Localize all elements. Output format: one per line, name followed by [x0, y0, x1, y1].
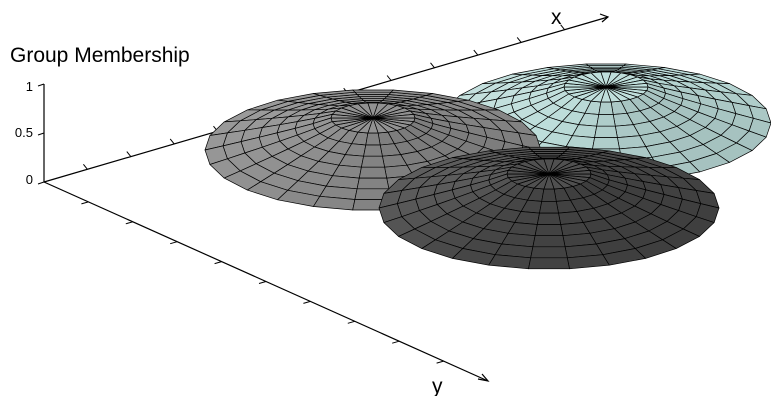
z-tick-label-0-5: 0.5 — [15, 125, 33, 140]
surface-1-facet — [356, 177, 390, 190]
x-axis-tick-2 — [126, 151, 132, 157]
membership-surface-3 — [378, 146, 720, 270]
y-axis-tick-5 — [258, 281, 267, 284]
surface-1-facet — [361, 155, 385, 168]
surface-3-facet — [528, 146, 570, 150]
y-axis-tick-7 — [347, 320, 355, 324]
surface-3-facet — [530, 246, 568, 259]
membership-surface-1 — [204, 89, 542, 211]
surface-1-facet — [365, 132, 381, 146]
z-tick-0 — [37, 181, 45, 185]
surface-3-facet — [536, 212, 562, 225]
y-axis-tick-3 — [170, 241, 178, 245]
surface-2-facet — [594, 125, 618, 138]
x-axis-tick-8 — [386, 75, 392, 81]
x-axis-tick-10 — [473, 49, 479, 56]
surface-3-facet — [534, 224, 564, 237]
x-axis-tick-3 — [169, 138, 175, 145]
x-axis-tick-11 — [516, 37, 522, 43]
surface-3-facet — [532, 235, 566, 248]
surface-2-facet — [592, 137, 620, 150]
y-axis-tick-8 — [392, 340, 400, 344]
surface-3-facet — [528, 257, 570, 270]
y-axis-tick-4 — [214, 261, 222, 265]
labels: Group Membership 1 0.5 0 x y — [10, 6, 562, 396]
surface-1-facet — [363, 144, 383, 157]
surface-3-facet — [541, 188, 557, 202]
surface-2-facet — [585, 63, 627, 66]
surface-1-facet — [358, 166, 388, 179]
surface-3-facet — [539, 201, 559, 214]
z-tick-label-0: 0 — [26, 172, 33, 187]
surfaces — [204, 63, 771, 270]
surface-3-cap-segment — [548, 170, 592, 175]
y-axis-arrow-icon — [477, 373, 490, 382]
surface-2-facet — [598, 101, 614, 115]
x-axis-label: x — [551, 6, 562, 29]
x-axis-arrow-icon — [599, 13, 610, 23]
z-axis-label: Group Membership — [10, 44, 190, 67]
y-axis-tick-6 — [303, 300, 311, 304]
surface-2-facet — [748, 105, 771, 124]
surface-1-facet — [352, 89, 394, 93]
y-axis-label: y — [432, 375, 443, 396]
z-tick-1 — [37, 83, 45, 87]
z-tick-0-5 — [37, 132, 45, 136]
y-axis-tick-1 — [81, 201, 89, 205]
x-axis-tick-1 — [83, 163, 88, 170]
x-axis-tick-9 — [430, 62, 435, 69]
x-axis-tick-12 — [560, 24, 565, 31]
surface-2-facet — [596, 114, 616, 127]
surface-2-cap-segment — [605, 83, 649, 88]
y-axis-tick-2 — [125, 221, 133, 225]
y-axis-tick-9 — [436, 360, 444, 364]
surface-1-cap-segment — [372, 114, 416, 119]
z-tick-label-1: 1 — [26, 79, 33, 94]
